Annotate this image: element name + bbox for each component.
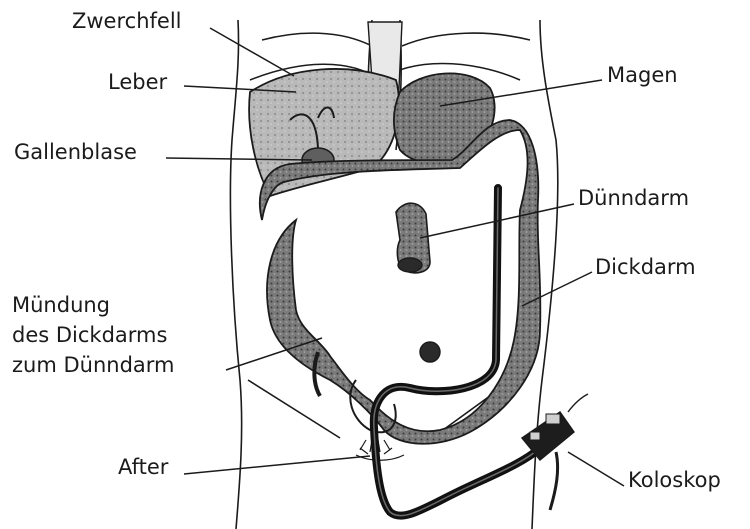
label-gallenblase: Gallenblase (14, 139, 137, 165)
label-duenndarm: Dünndarm (578, 185, 689, 211)
label-after: After (118, 454, 168, 480)
label-muendung-line-2: des Dickdarms (12, 320, 174, 350)
label-muendung-line-3: zum Dünndarm (12, 350, 174, 380)
ileocecal-junction (420, 342, 440, 362)
label-leber: Leber (108, 69, 167, 95)
label-koloskop: Koloskop (628, 467, 721, 493)
leader-koloskop (568, 452, 624, 486)
leader-after (184, 456, 370, 474)
label-dickdarm: Dickdarm (595, 254, 696, 280)
label-magen: Magen (607, 62, 678, 88)
label-muendung: Mündung des Dickdarms zum Dünndarm (12, 290, 174, 380)
small-intestine-opening (398, 258, 422, 272)
label-muendung-line-1: Mündung (12, 290, 174, 320)
label-zwerchfell: Zwerchfell (72, 8, 182, 34)
